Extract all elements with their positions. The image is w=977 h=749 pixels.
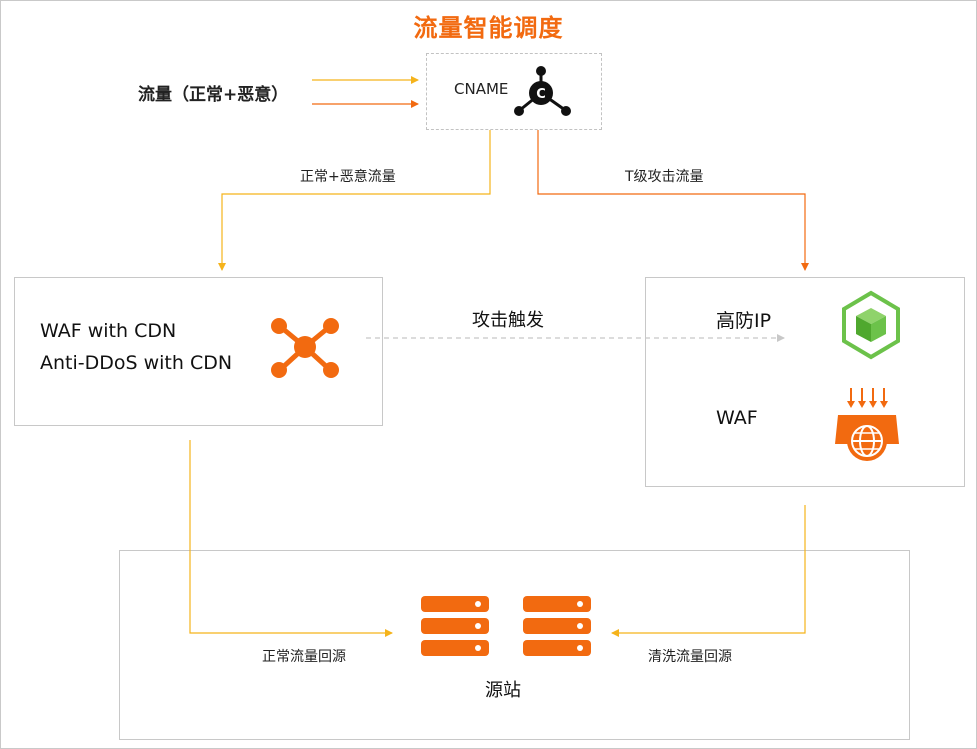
edge-label-cleaned-back-to-origin: 清洗流量回源	[648, 649, 732, 665]
cname-to-protection-arrow	[537, 130, 809, 271]
server-icon	[523, 596, 591, 656]
cdn-box-line2: Anti-DDoS with CDN	[40, 352, 233, 374]
cdn-to-origin-arrow	[189, 440, 393, 637]
cname-box	[426, 53, 602, 130]
cname-label: CNAME	[454, 80, 509, 98]
edge-label-t-level-attack: T级攻击流量	[625, 169, 704, 185]
anti-ddos-ip-icon	[842, 290, 900, 360]
anti-ddos-ip-label: 高防IP	[716, 310, 772, 332]
waf-label: WAF	[716, 407, 758, 429]
cname-icon: C	[514, 66, 571, 116]
server-icon	[421, 596, 489, 656]
protection-box	[645, 277, 965, 487]
svg-text:C: C	[536, 87, 546, 102]
cdn-box	[14, 277, 383, 426]
origin-box	[119, 550, 910, 740]
cdn-box-line1: WAF with CDN	[40, 320, 177, 342]
waf-icon	[835, 388, 899, 461]
inbound-traffic-label: 流量（正常+恶意）	[138, 85, 289, 105]
cname-to-cdn-arrow	[218, 130, 491, 271]
diagram-title: 流量智能调度	[413, 14, 564, 42]
edge-label-attack-trigger: 攻击触发	[472, 310, 544, 331]
protection-to-origin-arrow	[611, 505, 806, 637]
cdn-network-icon	[271, 318, 339, 378]
edge-label-normal-back-to-origin: 正常流量回源	[262, 649, 346, 665]
origin-label: 源站	[485, 680, 521, 701]
edge-label-normal-malicious: 正常+恶意流量	[300, 169, 396, 185]
